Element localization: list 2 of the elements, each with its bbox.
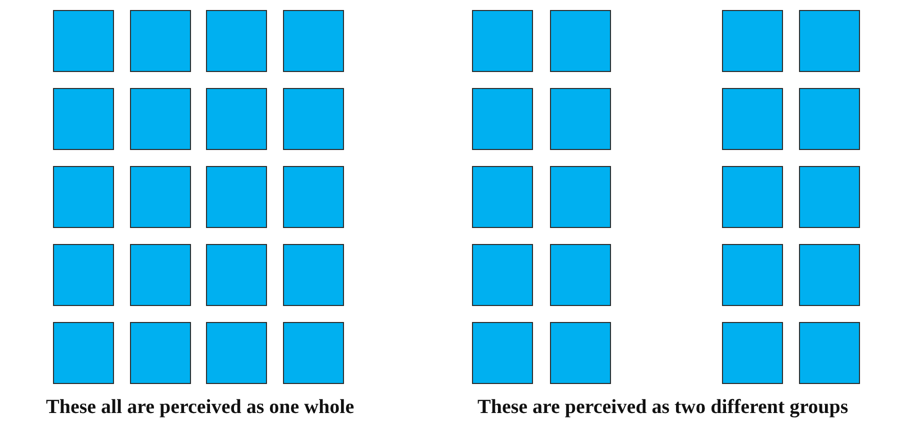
caption: These all are perceived as one whole (46, 396, 354, 419)
caption: These are perceived as two different groups (478, 396, 848, 419)
